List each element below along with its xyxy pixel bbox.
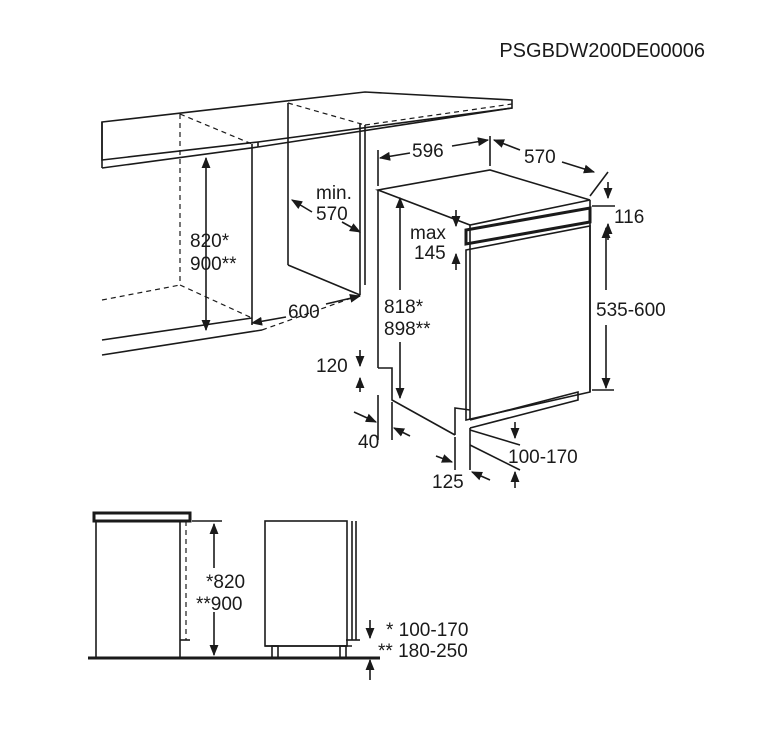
- side-height-2: **900: [196, 594, 243, 615]
- dim-appliance-height-1: 818*: [384, 297, 424, 318]
- dim-appliance-depth: 570: [524, 147, 556, 168]
- dim-foot-adjust: 100-170: [508, 447, 578, 468]
- dim-plinth-setback: 40: [358, 432, 379, 453]
- dim-plinth-depth: 125: [432, 472, 464, 493]
- left-cabinet: [101, 113, 263, 356]
- dim-top-offset: 116: [614, 207, 644, 228]
- dim-plinth-height: 120: [316, 356, 348, 377]
- dim-panel-gap: 145: [414, 243, 446, 264]
- dim-niche-height-2: 900**: [190, 254, 237, 275]
- niche: [261, 102, 513, 331]
- dim-appliance-height-2: 898**: [384, 319, 431, 340]
- dim-min-label: min.: [316, 183, 352, 204]
- side-height-1: *820: [206, 572, 245, 593]
- drawing-code: PSGBDW200DE00006: [499, 40, 705, 62]
- countertop: [101, 91, 513, 169]
- dim-max-label: max: [410, 223, 446, 244]
- dim-niche-depth: 600: [288, 302, 320, 323]
- side-view: *820 **900 * 100-170 ** 180-250: [88, 511, 468, 680]
- dim-niche-height-1: 820*: [190, 231, 230, 252]
- side-foot-adjust-1: * 100-170: [386, 620, 468, 641]
- dim-panel-height: 535-600: [596, 300, 666, 321]
- dim-appliance-width: 596: [412, 141, 444, 162]
- side-foot-adjust-2: ** 180-250: [378, 641, 468, 662]
- dishwasher: [375, 169, 592, 436]
- dim-niche-width: 570: [316, 204, 348, 225]
